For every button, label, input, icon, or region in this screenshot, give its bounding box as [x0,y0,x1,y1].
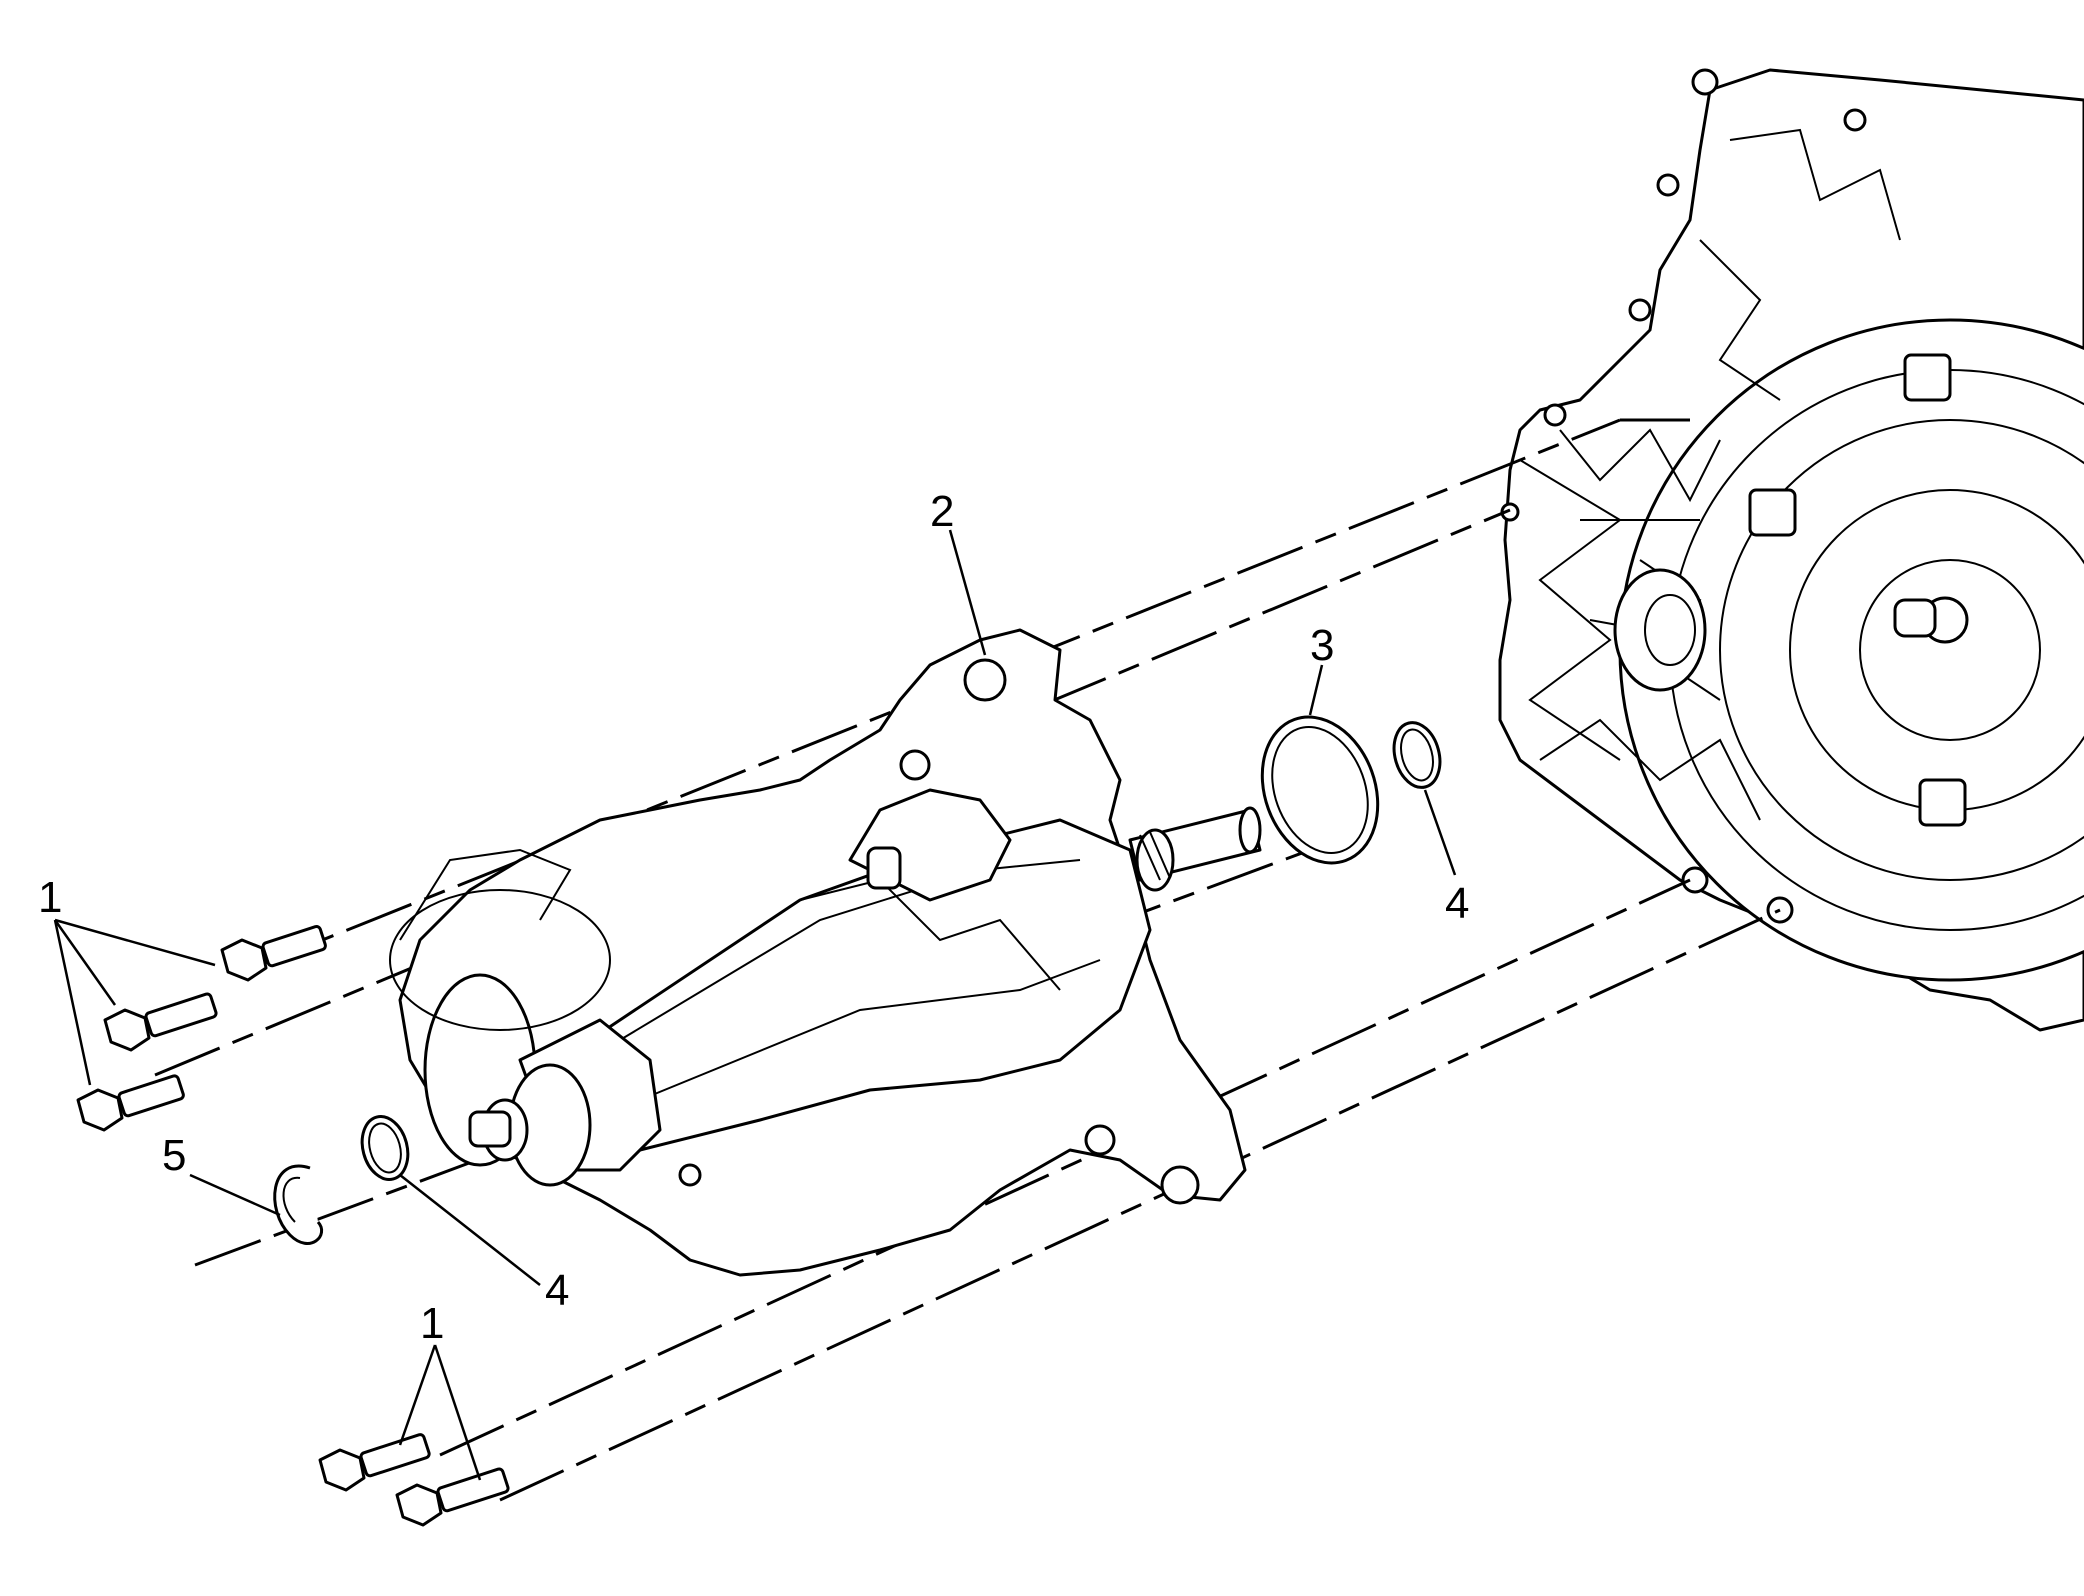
bolt-upper-b [103,992,218,1052]
bolt-lower-a [318,1433,431,1492]
callout-bolts-lower: 1 [420,1299,444,1348]
large-seal [1260,715,1380,865]
transmission-case [1498,68,2084,1032]
leader-lines [53,529,1457,1481]
callout-snap-ring: 5 [162,1131,186,1180]
bolt-lower-b [395,1467,510,1527]
callout-ring-left: 4 [545,1266,569,1315]
callout-ring-right: 4 [1445,879,1469,928]
transfer-housing [389,628,1262,1277]
ring-left [360,1115,410,1181]
snap-ring [273,1164,324,1245]
callout-large-seal: 3 [1310,621,1334,670]
callout-bolts-upper: 1 [38,873,62,922]
callout-housing: 2 [930,487,954,536]
bolt-upper-c [76,1074,185,1132]
bolt-upper-a [220,924,327,982]
ring-right [1392,721,1442,789]
